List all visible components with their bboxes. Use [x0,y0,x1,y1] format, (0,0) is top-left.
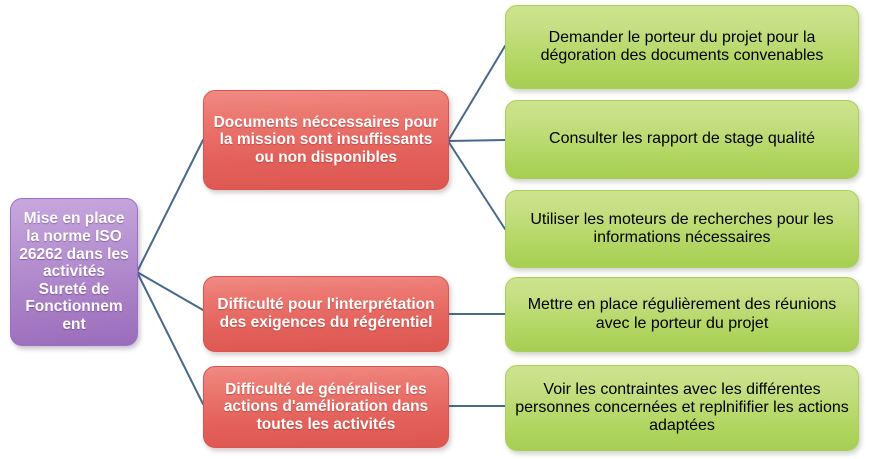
action-node-2[interactable]: Consulter les rapport de stage qualité [505,100,859,179]
connector-root-to-cause-3 [136,271,204,405]
connector-root-to-cause-2 [136,271,204,311]
connector-cause-1-to-action-1 [447,45,506,142]
cause-node-3-label: Difficulté de généraliser les actions d'… [223,380,429,433]
cause-node-3[interactable]: Difficulté de généraliser les actions d'… [203,366,449,448]
action-node-5-label: Voir les contraintes avec les différente… [515,380,849,435]
cause-node-2-label: Difficulté pour l'interprétation des exi… [217,296,435,331]
connector-cause-1-to-action-2 [447,139,506,142]
action-node-4[interactable]: Mettre en place régulièrement des réunio… [505,277,859,352]
root-node-label: Mise en place la norme ISO 26262 dans le… [19,210,129,334]
connector-root-to-cause-1 [136,139,204,273]
cause-node-1[interactable]: Documents néccessaires pour la mission s… [203,90,449,190]
root-node-problem-statement[interactable]: Mise en place la norme ISO 26262 dans le… [10,198,138,346]
cause-node-1-label: Documents néccessaires pour la mission s… [213,113,439,166]
action-node-3-label: Utiliser les moteurs de recherches pour … [530,210,834,246]
connector-cause-1-to-action-3 [447,140,506,230]
action-node-5[interactable]: Voir les contraintes avec les différente… [505,365,859,451]
action-node-1-label: Demander le porteur du projet pour la dé… [540,28,824,64]
action-node-1[interactable]: Demander le porteur du projet pour la dé… [505,5,859,89]
action-node-4-label: Mettre en place régulièrement des réunio… [527,296,837,332]
cause-node-2[interactable]: Difficulté pour l'interprétation des exi… [203,276,449,352]
action-node-2-label: Consulter les rapport de stage qualité [549,130,815,148]
action-node-3[interactable]: Utiliser les moteurs de recherches pour … [505,190,859,268]
